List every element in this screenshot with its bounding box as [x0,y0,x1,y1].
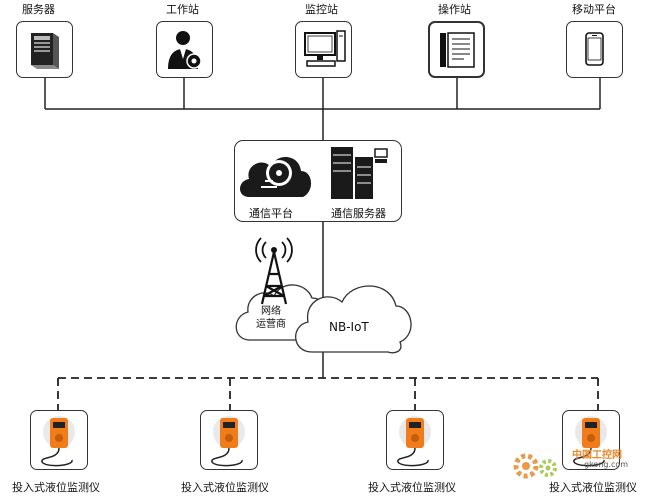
mobile-node[interactable] [566,21,623,78]
watermark-domain: gkong.com [584,460,629,469]
device-label-4: 投入式液位监测仪 [549,481,637,494]
gear-watermark-icon [513,453,557,479]
communication-platform-box[interactable]: 通信平台 通信服务器 [234,140,402,222]
network-operator-label-2: 运营商 [256,319,286,330]
device-node-4[interactable] [562,410,620,470]
network-operator-label-1: 网络 [261,306,281,317]
device-node-1[interactable] [30,410,88,470]
user-gear-icon [168,31,202,69]
operator-label: 操作站 [438,3,471,16]
device-label-1: 投入式液位监测仪 [12,481,100,494]
nbiot-label: NB-IoT [329,320,369,334]
device-label-3: 投入式液位监测仪 [368,481,456,494]
monitor-label: 监控站 [305,3,338,16]
device-label-2: 投入式液位监测仪 [181,481,269,494]
level-sensor-icon [573,416,607,467]
desktop-computer-icon [304,30,346,67]
server-rack-icon [331,147,388,199]
watermark-text: 中国工控网 [572,450,622,461]
signal-tower-icon [255,237,293,305]
comm-server-label: 通信服务器 [331,207,386,220]
workstation-node[interactable] [156,21,213,78]
cloud-disc-icon [240,156,312,197]
level-sensor-icon [211,416,245,467]
level-sensor-icon [397,416,431,467]
device-node-3[interactable] [386,410,444,470]
mobile-label: 移动平台 [572,3,616,16]
comm-platform-label: 通信平台 [249,207,293,220]
level-sensor-icon [41,416,75,467]
operation-panel-icon [440,32,475,68]
monitor-node[interactable] [295,21,352,78]
server-tower-icon [31,33,59,69]
smartphone-icon [585,32,604,66]
workstation-label: 工作站 [166,3,199,16]
server-label: 服务器 [22,3,55,16]
nbiot-cloud [295,285,412,354]
operator-node[interactable] [428,21,485,78]
server-node[interactable] [16,21,73,78]
device-node-2[interactable] [200,410,258,470]
